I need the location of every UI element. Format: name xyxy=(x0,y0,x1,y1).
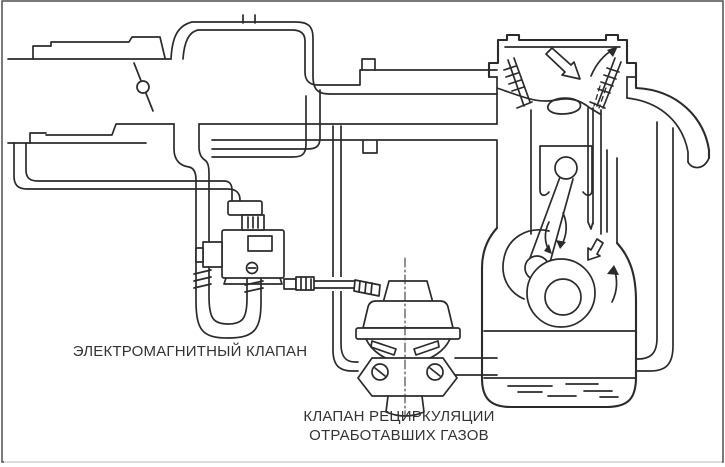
throttle-valve xyxy=(133,62,154,112)
egr-flow-arrow xyxy=(587,238,604,261)
egr-exhaust-loop-pipe xyxy=(454,121,674,376)
piston xyxy=(539,145,593,196)
label-egr-valve-line2: ОТРАБОТАВШИХ ГАЗОВ xyxy=(309,427,489,444)
counterweight xyxy=(502,229,550,300)
solenoid-bracket xyxy=(202,241,223,268)
egr-valve-diaphragm-dome xyxy=(362,300,454,329)
oil-dashes xyxy=(507,383,619,398)
label-egr-valve: КЛАПАН РЕЦИРКУЛЯЦИИ ОТРАБОТАВШИХ ГАЗОВ xyxy=(283,407,515,445)
egr-valve xyxy=(355,257,461,417)
exhaust-pipe xyxy=(626,75,711,169)
hose-fitting xyxy=(353,279,381,297)
egr-supply-pipe xyxy=(332,125,359,372)
egr-valve-cap xyxy=(382,280,434,304)
solenoid-valve xyxy=(195,200,285,285)
flow-arrows xyxy=(544,46,619,303)
intake-duct xyxy=(7,14,498,154)
label-egr-valve-line1: КЛАПАН РЕЦИРКУЛЯЦИИ xyxy=(303,408,495,425)
crankcase xyxy=(480,149,638,409)
cylinder-head xyxy=(487,33,638,229)
crankshaft xyxy=(502,156,596,328)
engine-assembly xyxy=(454,33,711,409)
label-solenoid-valve: ЭЛЕКТРОМАГНИТНЫЙ КЛАПАН xyxy=(72,343,308,360)
intake-flow-arrow xyxy=(545,47,581,80)
connecting-rod xyxy=(529,176,574,267)
vacuum-hose xyxy=(13,142,241,209)
solenoid-egr-hose xyxy=(283,276,381,297)
piston-pin xyxy=(554,156,578,180)
crank-web xyxy=(526,258,596,328)
egr-internal-tube xyxy=(587,107,594,230)
solenoid-top-port xyxy=(227,200,263,216)
cylinder-and-piston xyxy=(530,85,607,235)
intake-exhaust-valves xyxy=(503,57,622,109)
egr-valve-rim xyxy=(355,327,461,340)
vacuum-riser-pipe xyxy=(211,89,321,158)
